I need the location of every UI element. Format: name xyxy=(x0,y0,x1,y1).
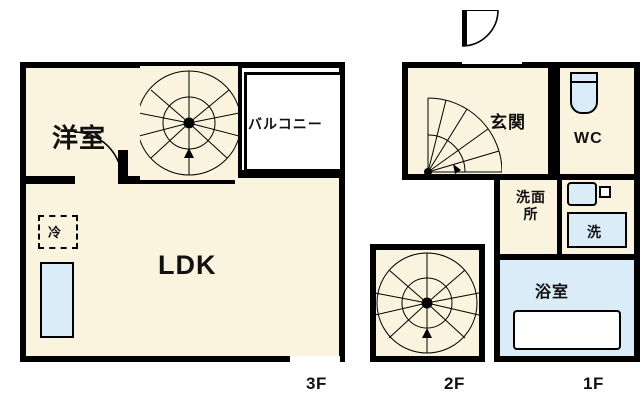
balcony-frame xyxy=(244,72,340,172)
room-label-washroom: 洗面所 xyxy=(516,189,546,222)
floor-2f-group: 2F xyxy=(360,0,495,409)
entrance-door-swing-icon xyxy=(462,10,499,47)
floor-3f-group: 洋室 バルコニー LDK 冷 3F xyxy=(20,62,345,393)
entrance-door-leaf xyxy=(462,10,467,46)
room-label-genkan: 玄関 xyxy=(490,113,526,132)
vanity-faucet xyxy=(599,186,611,198)
refrigerator-box xyxy=(38,215,78,249)
wall-yoshitsu-bottom-left xyxy=(20,176,75,184)
window-ldk-bottom xyxy=(290,356,340,362)
wall-balcony-divider xyxy=(234,62,242,178)
spiral-staircase-1f xyxy=(424,97,502,176)
wall-yoshitsu-bottom-right xyxy=(120,176,235,184)
room-label-yoshitsu: 洋室 xyxy=(52,123,107,153)
kitchen-counter xyxy=(40,262,74,338)
room-label-bathroom: 浴室 xyxy=(535,284,570,301)
laundry-pan xyxy=(567,212,627,248)
floor-label-2f: 2F xyxy=(444,374,465,393)
wall-genkan-wc xyxy=(548,62,555,180)
wall-yoshitsu-corner xyxy=(118,150,128,184)
door-swing-yoshitsu xyxy=(73,131,123,181)
wall-balcony-bottom xyxy=(234,170,345,178)
floor-label-1f: 1F xyxy=(583,374,604,393)
floor-label-3f: 3F xyxy=(306,374,327,393)
fixture-label-refrigerator: 冷 xyxy=(48,225,63,240)
vanity-sink xyxy=(567,182,597,206)
room-label-ldk: LDK xyxy=(158,250,217,280)
spiral-staircase-3f xyxy=(140,66,238,180)
balcony-sill-top xyxy=(244,72,340,75)
floor-1f-group: 玄関 WC 洗面所 洗 浴室 1F xyxy=(402,0,640,409)
wall-washroom-laundry xyxy=(557,180,562,254)
genkan-fill xyxy=(408,68,548,174)
room-label-laundry: 洗 xyxy=(587,224,602,240)
toilet-tank xyxy=(570,72,598,83)
room-label-wc: WC xyxy=(574,130,603,147)
room-label-balcony: バルコニー xyxy=(248,116,323,132)
room-ldk-fill xyxy=(26,184,339,356)
entrance-door-area xyxy=(462,10,522,64)
spiral-staircase-2f xyxy=(376,250,479,356)
bathtub xyxy=(513,310,621,350)
